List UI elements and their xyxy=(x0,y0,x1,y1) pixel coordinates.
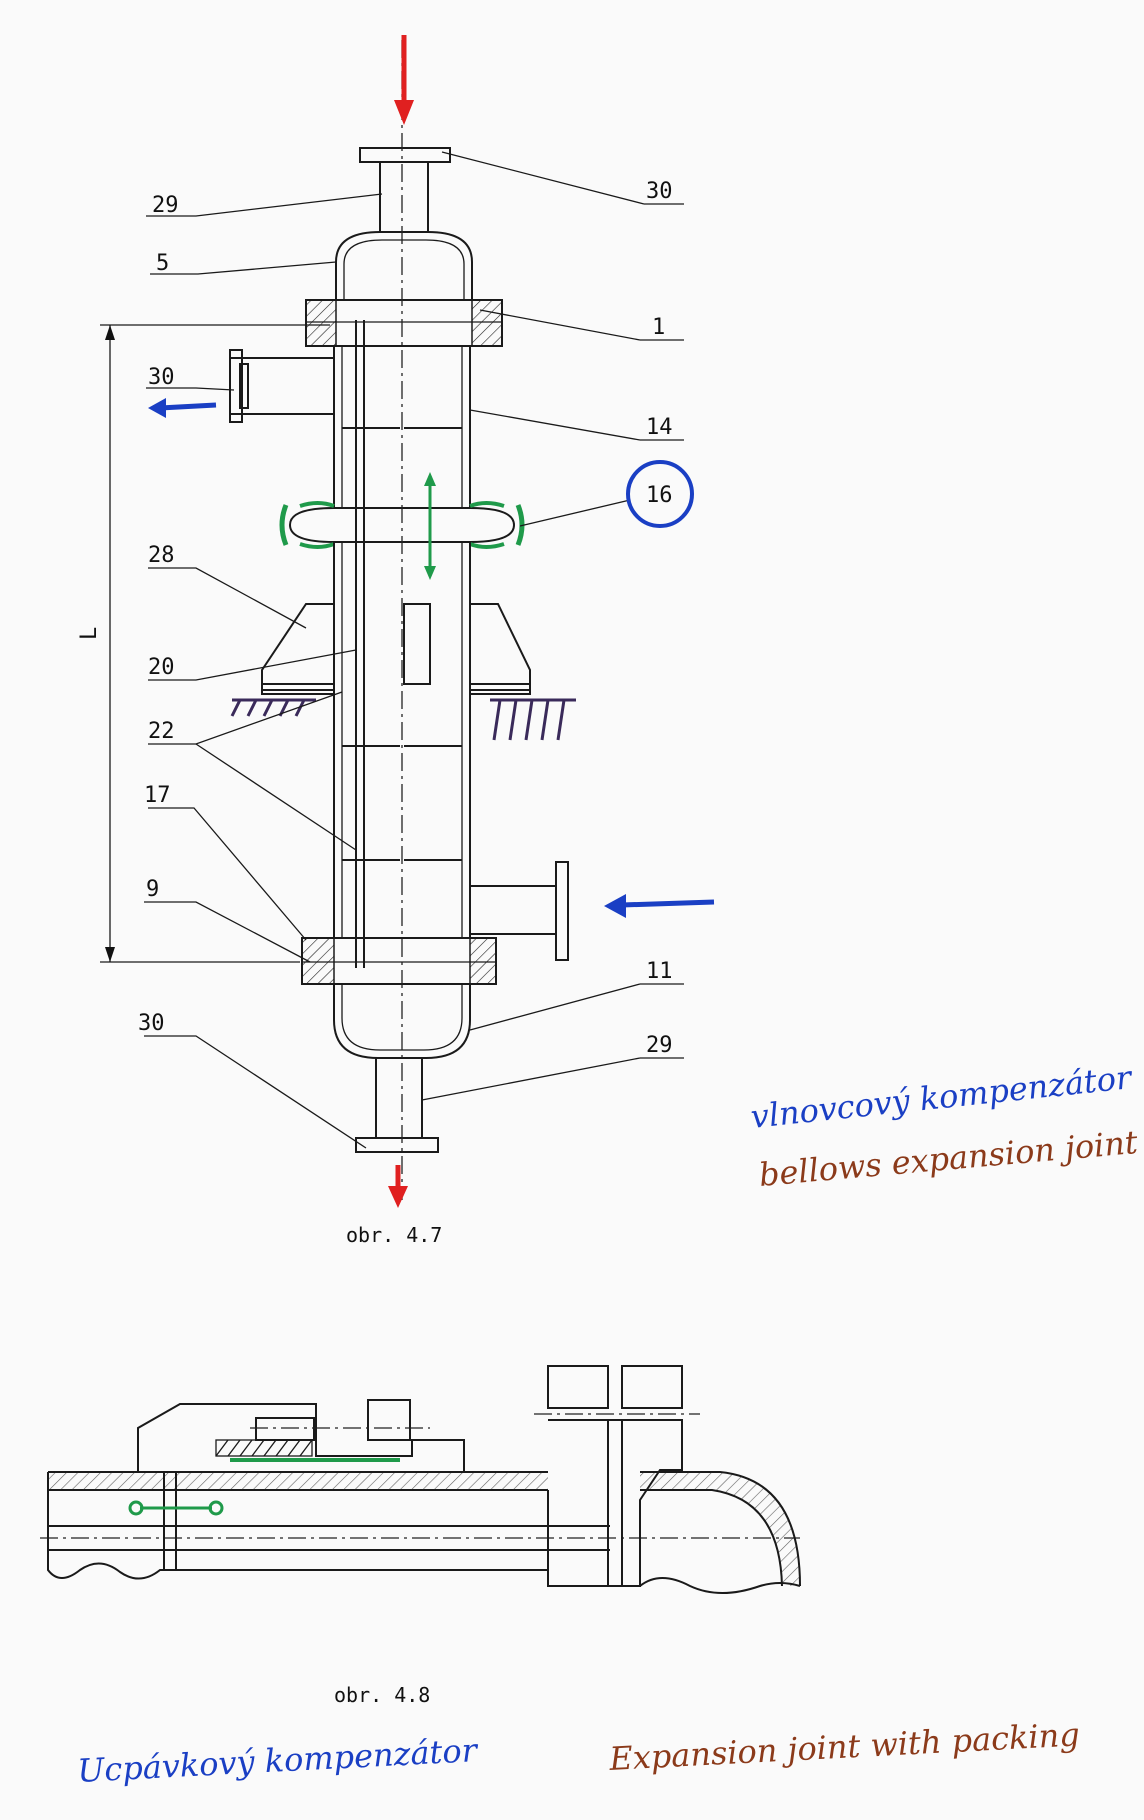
gland-follower xyxy=(367,1399,411,1441)
label-16: 16 xyxy=(646,483,673,508)
note-bellows-czech: vlnovcový kompenzátor xyxy=(749,1058,1135,1136)
pipe-wall-upper xyxy=(48,1472,548,1490)
elbow-break-line xyxy=(639,1577,801,1594)
label-11: 11 xyxy=(646,959,673,984)
heat-exchanger-drawing: L xyxy=(77,35,715,1247)
label-30-left: 30 xyxy=(148,365,175,390)
packing-rings xyxy=(215,1439,313,1457)
label-29-bottom: 29 xyxy=(646,1033,673,1058)
flange-2-top xyxy=(621,1365,683,1409)
support-bracket-left xyxy=(261,603,335,691)
elbow-inner xyxy=(640,1489,783,1587)
label-17: 17 xyxy=(144,783,171,808)
bottom-nozzle xyxy=(375,1057,423,1139)
label-22: 22 xyxy=(148,719,175,744)
left-nozzle-flange xyxy=(229,349,243,423)
flange-1-top xyxy=(547,1365,609,1409)
gland-bolt-hole xyxy=(255,1417,315,1441)
dimension-L xyxy=(100,324,330,963)
flange-1-body xyxy=(547,1419,609,1587)
label-28: 28 xyxy=(148,543,175,568)
bellows-highlight-right xyxy=(515,504,525,546)
label-5: 5 xyxy=(156,251,169,276)
left-outlet-flow-arrow xyxy=(148,398,217,418)
joint-movement-arrow xyxy=(128,1500,224,1516)
right-nozzle xyxy=(469,885,557,935)
top-flange xyxy=(359,147,451,163)
right-inlet-flow-arrow xyxy=(604,894,715,918)
right-nozzle-flange xyxy=(555,861,569,961)
packed-expansion-joint-drawing: obr. 4.8 xyxy=(40,1365,801,1707)
label-29-top: 29 xyxy=(152,193,179,218)
inlet-arrow xyxy=(394,35,414,125)
bottom-flange xyxy=(355,1137,439,1153)
note-packing-english: Expansion joint with packing xyxy=(607,1715,1080,1778)
figure-caption-4-7: obr. 4.7 xyxy=(346,1223,442,1247)
flange-2-body xyxy=(621,1419,683,1587)
note-packing-czech: Ucpávkový kompenzátor xyxy=(76,1731,479,1790)
label-20: 20 xyxy=(148,655,175,680)
leader-lines xyxy=(144,151,684,1149)
support-bracket-right xyxy=(469,603,531,691)
label-16-highlight-circle xyxy=(626,460,694,528)
bellows-highlight-left xyxy=(279,504,289,546)
figure-caption-4-8: obr. 4.8 xyxy=(334,1683,430,1707)
ground-support-hatch xyxy=(230,698,576,741)
pipe-break-line xyxy=(47,1472,548,1580)
label-30-top: 30 xyxy=(646,179,673,204)
label-30-bottom: 30 xyxy=(138,1011,165,1036)
label-9: 9 xyxy=(146,877,159,902)
gland-body xyxy=(137,1403,465,1473)
note-bellows-english: bellows expansion joint xyxy=(757,1123,1139,1194)
dimension-label-L: L xyxy=(77,627,102,640)
top-nozzle xyxy=(379,161,429,233)
label-14: 14 xyxy=(646,415,673,440)
outlet-arrow xyxy=(388,1165,408,1208)
top-head xyxy=(335,231,473,300)
label-1: 1 xyxy=(652,315,665,340)
gasket xyxy=(607,1419,623,1587)
left-nozzle xyxy=(229,357,335,415)
